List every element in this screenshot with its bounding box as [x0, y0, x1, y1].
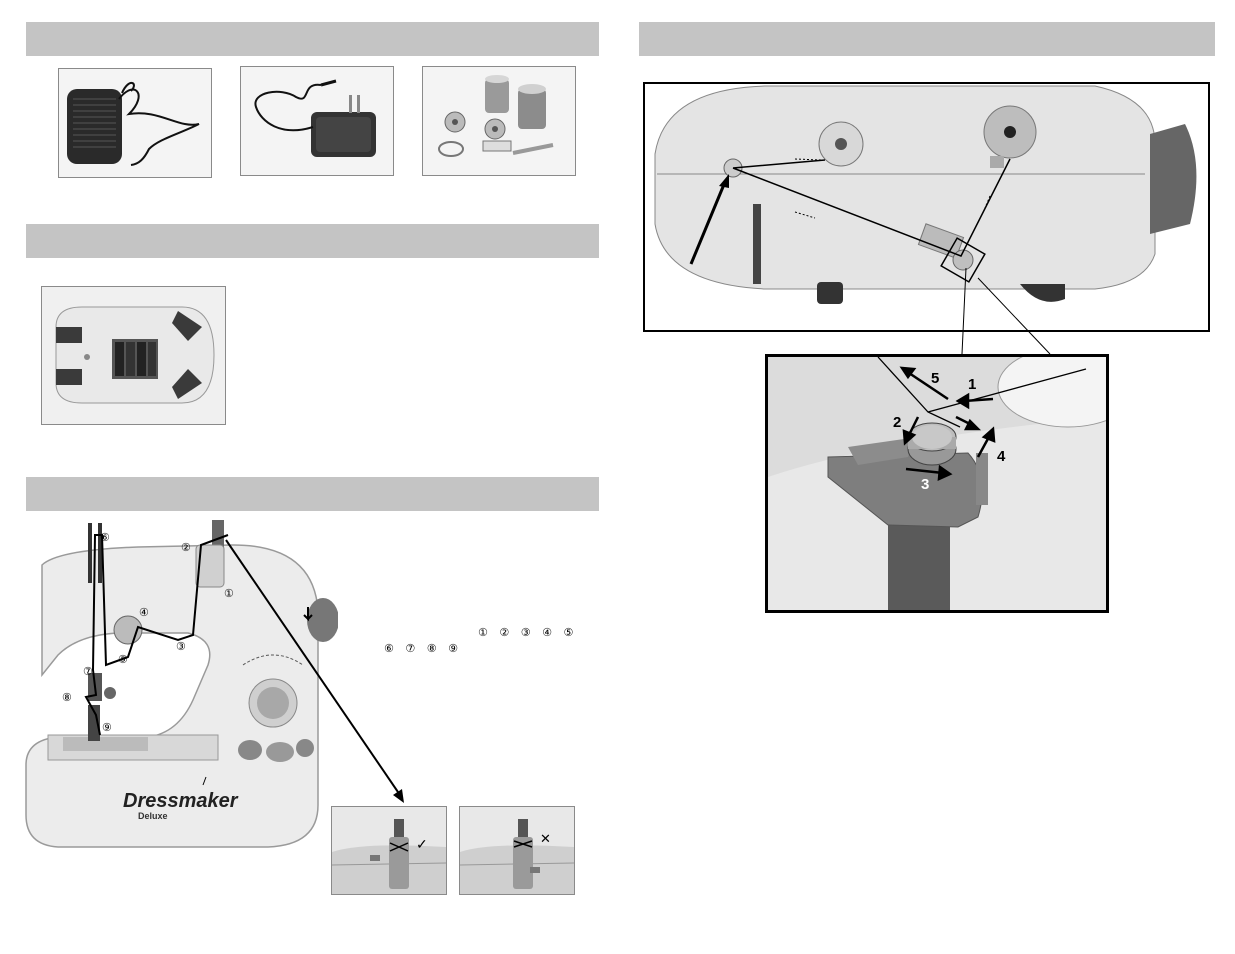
seq-8: ⑧	[426, 642, 437, 655]
machine-model-text: Deluxe	[138, 811, 168, 821]
callout-1: ①	[224, 588, 234, 600]
callout-4: ④	[139, 607, 149, 619]
winding-step-1: 1	[968, 376, 976, 393]
check-mark-icon: ✓	[416, 836, 428, 852]
section-header-bar-threading	[26, 477, 599, 511]
spool-wrong-photo: ✕	[459, 806, 575, 895]
seq-2: ②	[499, 626, 510, 639]
threading-sequence-row-2: ⑥ ⑦ ⑧ ⑨	[384, 642, 466, 655]
winding-step-4: 4	[997, 448, 1006, 465]
callout-2: ②	[181, 542, 191, 554]
winding-step-2: 2	[893, 414, 901, 431]
seq-3: ③	[520, 626, 531, 639]
seq-6: ⑥	[384, 642, 394, 655]
seq-9: ⑨	[448, 642, 458, 655]
bobbin-winding-top-view	[643, 82, 1210, 332]
seq-7: ⑦	[405, 642, 416, 655]
bobbin-winder-closeup: 1 2 3 4 5	[765, 354, 1109, 613]
foot-pedal-photo	[58, 68, 212, 178]
callout-7: ⑦	[83, 666, 93, 678]
callout-6: ⑥	[100, 532, 110, 544]
section-header-bar-accessories	[26, 22, 599, 56]
callout-8: ⑧	[62, 692, 72, 704]
seq-4: ④	[542, 626, 552, 639]
seq-1: ①	[478, 626, 488, 639]
section-header-bar-bobbin-winding	[639, 22, 1215, 56]
seq-5: ⑤	[563, 626, 574, 639]
ac-adapter-photo	[240, 66, 394, 176]
machine-brand-text: Dressmaker	[123, 790, 239, 812]
bobbins-threader-photo	[422, 66, 576, 176]
callout-3: ③	[176, 641, 186, 653]
callout-9: ⑨	[102, 722, 112, 734]
battery-compartment-photo	[41, 286, 226, 425]
section-header-bar-batteries	[26, 224, 599, 258]
cross-mark-icon: ✕	[540, 831, 551, 846]
spool-correct-photo: ✓	[331, 806, 447, 895]
threading-sequence-row-1: ① ② ③ ④ ⑤	[478, 626, 581, 639]
callout-5: ⑤	[118, 654, 128, 666]
sewing-machine-threading-diagram: Dressmaker Deluxe ⑥ ② ① ④ ③ ⑤ ⑦ ⑧ ⑨	[18, 515, 339, 855]
winding-step-5: 5	[931, 370, 939, 387]
winding-step-3: 3	[921, 476, 929, 493]
